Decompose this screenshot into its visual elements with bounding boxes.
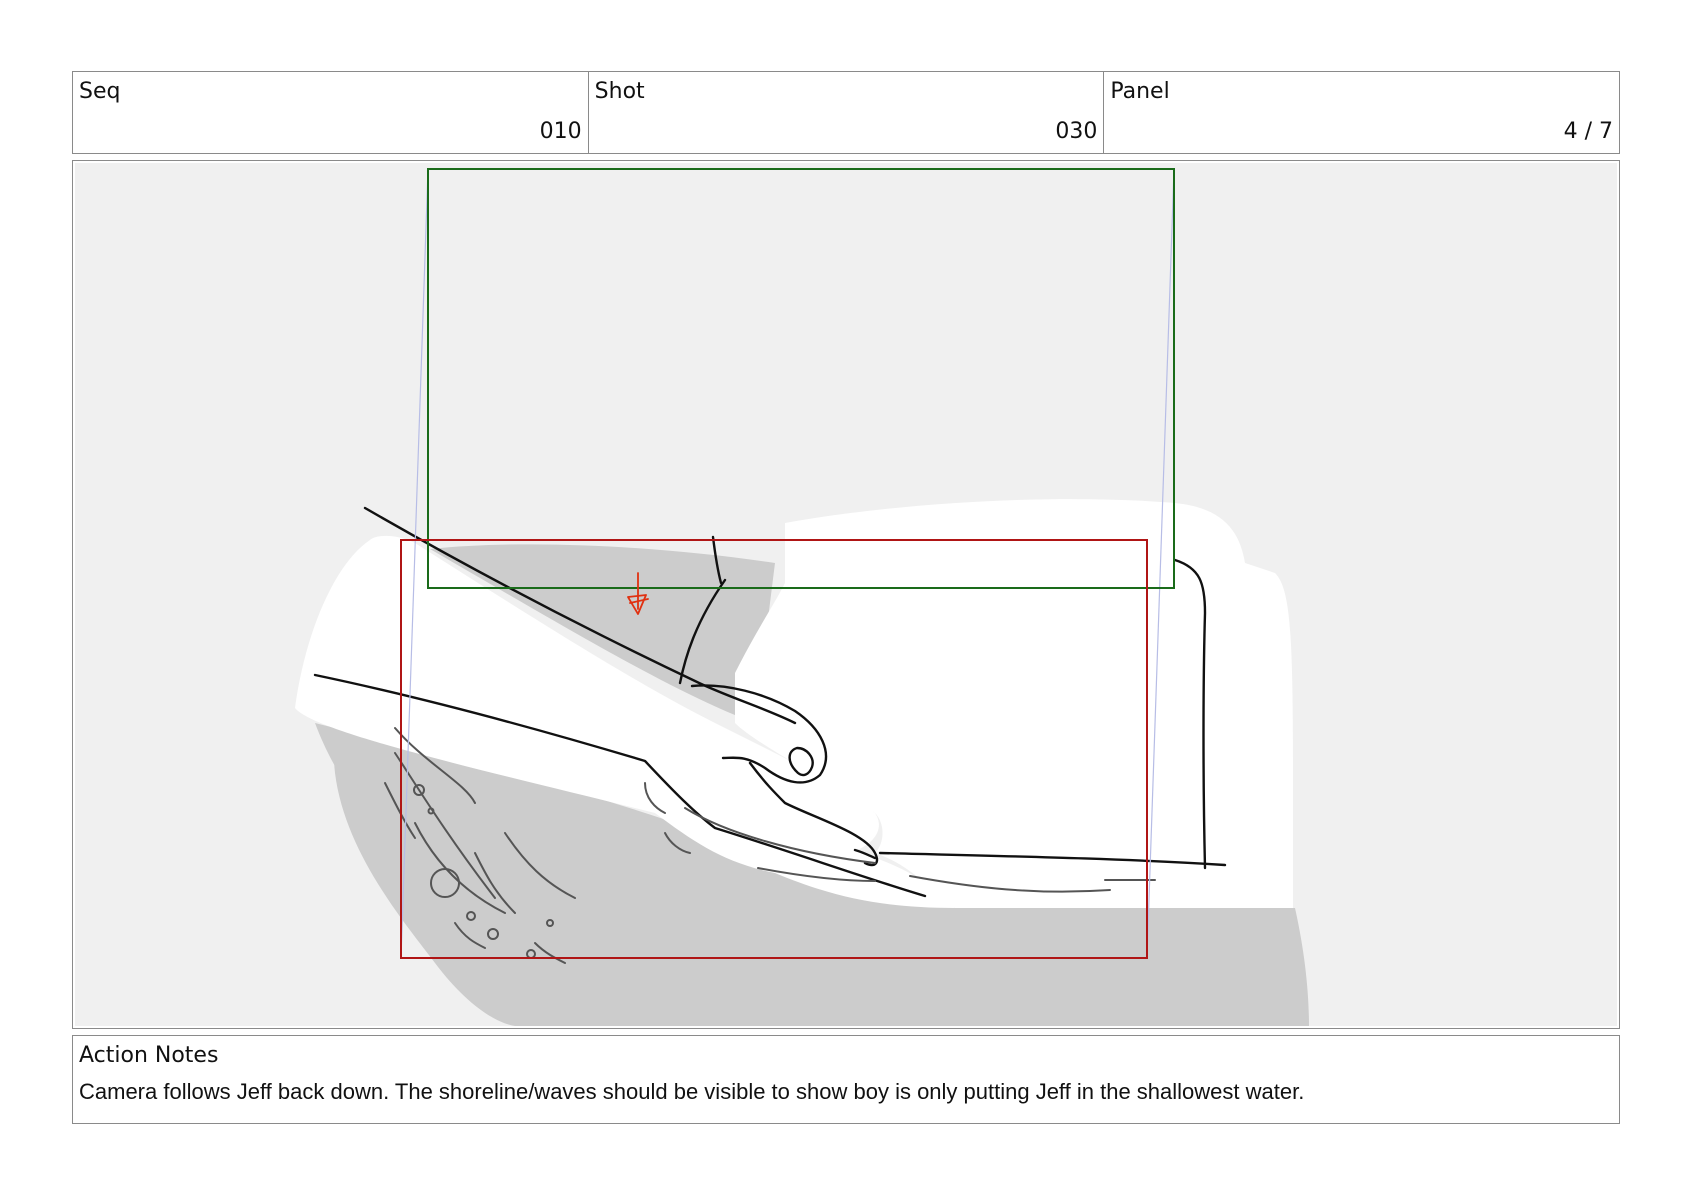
splash-bubble	[413, 784, 425, 796]
seq-cell: Seq 010	[73, 72, 589, 153]
splash-bubble	[430, 868, 460, 898]
arm-upper-outline	[363, 506, 797, 725]
camera-guide-line	[1146, 168, 1175, 959]
wave-stroke	[664, 832, 691, 854]
panel-cell: Panel 4 / 7	[1104, 72, 1619, 153]
thumbnail	[788, 746, 814, 777]
splash-bubble	[546, 919, 554, 927]
wave-stroke	[684, 807, 876, 864]
wave-stroke	[909, 875, 1111, 893]
water-shadow-left	[333, 551, 685, 1026]
arm-drawing	[295, 535, 955, 908]
held-object	[735, 499, 1294, 908]
knuckle-line	[853, 848, 877, 860]
seq-value: 010	[539, 119, 582, 144]
wave-stroke	[644, 782, 666, 814]
object-right-edge	[1173, 558, 1207, 870]
thumb-outline	[690, 684, 828, 784]
action-notes-text: Camera follows Jeff back down. The shore…	[79, 1079, 1305, 1104]
end-camera-frame	[400, 539, 1148, 959]
wave-stroke	[504, 832, 576, 899]
storyboard-drawing	[75, 163, 1617, 1026]
panel-label: Panel	[1110, 79, 1170, 104]
waterline	[878, 851, 1227, 867]
action-notes-title: Action Notes	[79, 1043, 219, 1068]
wave-stroke	[454, 922, 486, 949]
splash-bubble	[466, 911, 476, 921]
wave-stroke	[757, 867, 876, 882]
camera-direction-arrow-icon	[627, 572, 649, 615]
sleeve-cuff-line	[678, 578, 727, 685]
camera-move-guides	[400, 168, 1175, 959]
panel-value: 4 / 7	[1563, 119, 1614, 144]
splash-bubble	[427, 807, 435, 815]
start-camera-frame	[427, 168, 1175, 589]
splash-bubble	[487, 928, 499, 940]
wave-stroke	[414, 822, 506, 914]
shot-label: Shot	[594, 79, 645, 104]
camera-guide-line	[400, 168, 429, 959]
line-art	[313, 506, 1227, 964]
seq-label: Seq	[79, 79, 121, 104]
wave-stroke	[474, 852, 516, 914]
storyboard-frame	[72, 160, 1620, 1029]
arm-lower-outline	[313, 673, 927, 898]
shot-value: 030	[1055, 119, 1098, 144]
action-notes: Action Notes Camera follows Jeff back do…	[72, 1035, 1620, 1124]
shot-cell: Shot 030	[589, 72, 1105, 153]
panel-header: Seq 010 Shot 030 Panel 4 / 7	[72, 71, 1620, 154]
wave-stroke	[534, 942, 566, 964]
wave-stroke	[394, 727, 476, 804]
finger-outline	[748, 761, 879, 867]
